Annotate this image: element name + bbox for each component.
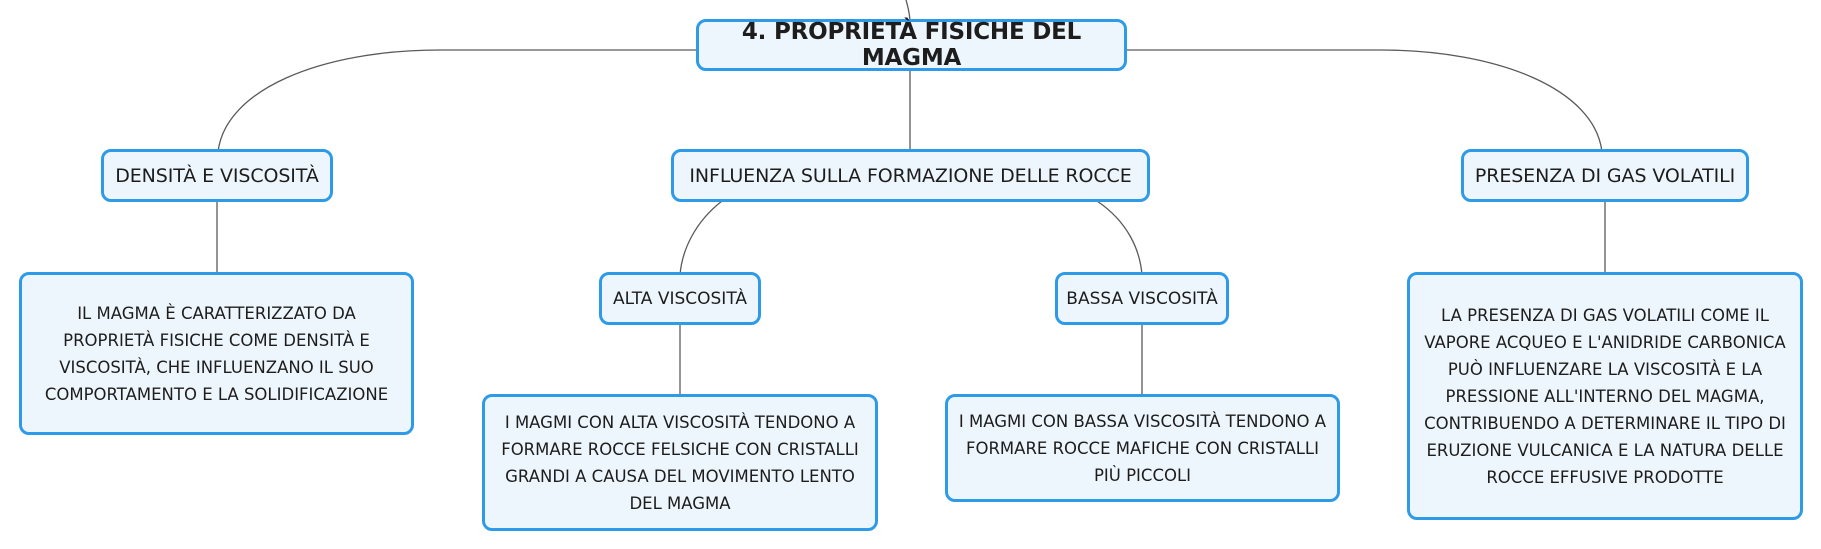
topic-density-viscosity[interactable]: DENSITÀ E VISCOSITÀ [101,149,333,202]
connector-parent-to-root [905,0,911,21]
low-viscosity-description-text: I MAGMI CON BASSA VISCOSITÀ TENDONO A FO… [958,411,1327,485]
high-viscosity-description-text: I MAGMI CON ALTA VISCOSITÀ TENDONO A FOR… [501,412,859,513]
density-description-node[interactable]: IL MAGMA È CARATTERIZZATO DA PROPRIETÀ F… [19,272,414,435]
root-label: 4. PROPRIETÀ FISICHE DEL MAGMA [741,19,1082,71]
high-viscosity-label: ALTA VISCOSITÀ [612,288,748,309]
subtopic-high-viscosity[interactable]: ALTA VISCOSITÀ [599,272,761,325]
topic-volatile-gases[interactable]: PRESENZA DI GAS VOLATILI [1461,149,1749,202]
connector-root-to-density [217,49,697,153]
connector-root-to-gas [1124,49,1603,153]
connector-rocks-to-low [1096,200,1143,276]
topic-density-label: DENSITÀ E VISCOSITÀ [115,164,319,187]
gas-description-text: LA PRESENZA DI GAS VOLATILI COME IL VAPO… [1424,305,1786,487]
subtopic-low-viscosity[interactable]: BASSA VISCOSITÀ [1055,272,1229,325]
density-description-text: IL MAGMA È CARATTERIZZATO DA PROPRIETÀ F… [44,303,389,404]
high-viscosity-description-node[interactable]: I MAGMI CON ALTA VISCOSITÀ TENDONO A FOR… [482,394,878,531]
topic-rocks-label: INFLUENZA SULLA FORMAZIONE DELLE ROCCE [689,164,1132,187]
topic-gas-label: PRESENZA DI GAS VOLATILI [1474,164,1736,187]
connector-rocks-to-high [679,200,723,276]
gas-description-node[interactable]: LA PRESENZA DI GAS VOLATILI COME IL VAPO… [1407,272,1803,520]
topic-rock-formation[interactable]: INFLUENZA SULLA FORMAZIONE DELLE ROCCE [671,149,1150,202]
low-viscosity-label: BASSA VISCOSITÀ [1066,288,1218,309]
low-viscosity-description-node[interactable]: I MAGMI CON BASSA VISCOSITÀ TENDONO A FO… [945,394,1340,502]
root-node[interactable]: 4. PROPRIETÀ FISICHE DEL MAGMA [696,19,1127,71]
